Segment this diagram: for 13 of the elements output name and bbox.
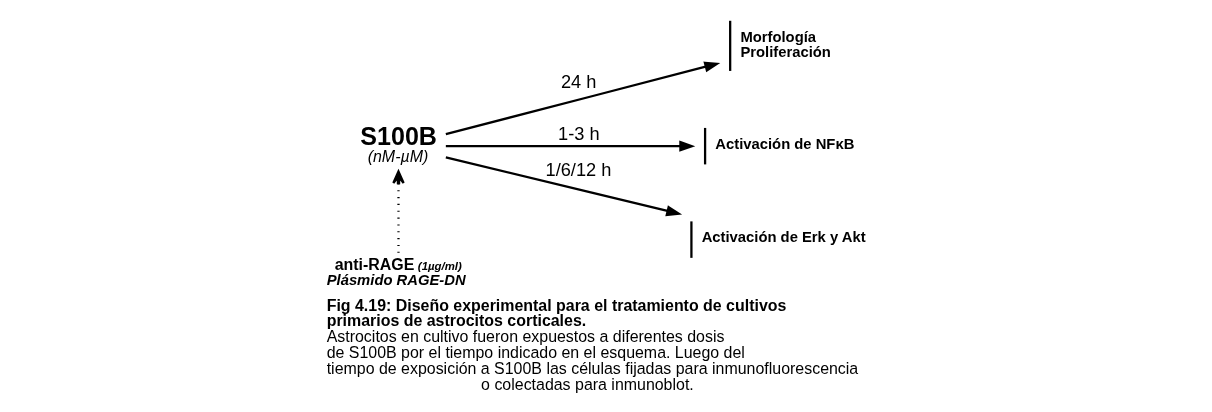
node-text: anti-RAGE (1µg/ml) Plásmido RAGE-DN (326, 256, 466, 289)
arrow (391, 170, 405, 253)
arrow (445, 156, 682, 217)
node-text: Morfología Proliferación (739, 28, 831, 60)
caption: Fig 4.19: Diseño experimental para el tratamiento de cultivos primarios de astrocitos corticales. Astrocitos en cultivo fueron expuestos a diferentes dosis de S100B por el tiempo indicado en el esquema. Luego del tiempo de exposición a S100B las células fijadas para inmunofluorescencia o colectadas para inmunoblot. (326, 296, 858, 394)
arrow (445, 61, 720, 136)
node-text: S100B (nM-µM) (359, 121, 437, 166)
node-text: Activación de NFκB (714, 135, 854, 152)
edge-label: 1-3 h (557, 123, 600, 145)
edge-label: 1/6/12 h (545, 158, 611, 180)
edge-label: 24 h (560, 70, 596, 92)
node-text: Activación de Erk y Akt (701, 229, 866, 246)
arrow (445, 140, 695, 152)
